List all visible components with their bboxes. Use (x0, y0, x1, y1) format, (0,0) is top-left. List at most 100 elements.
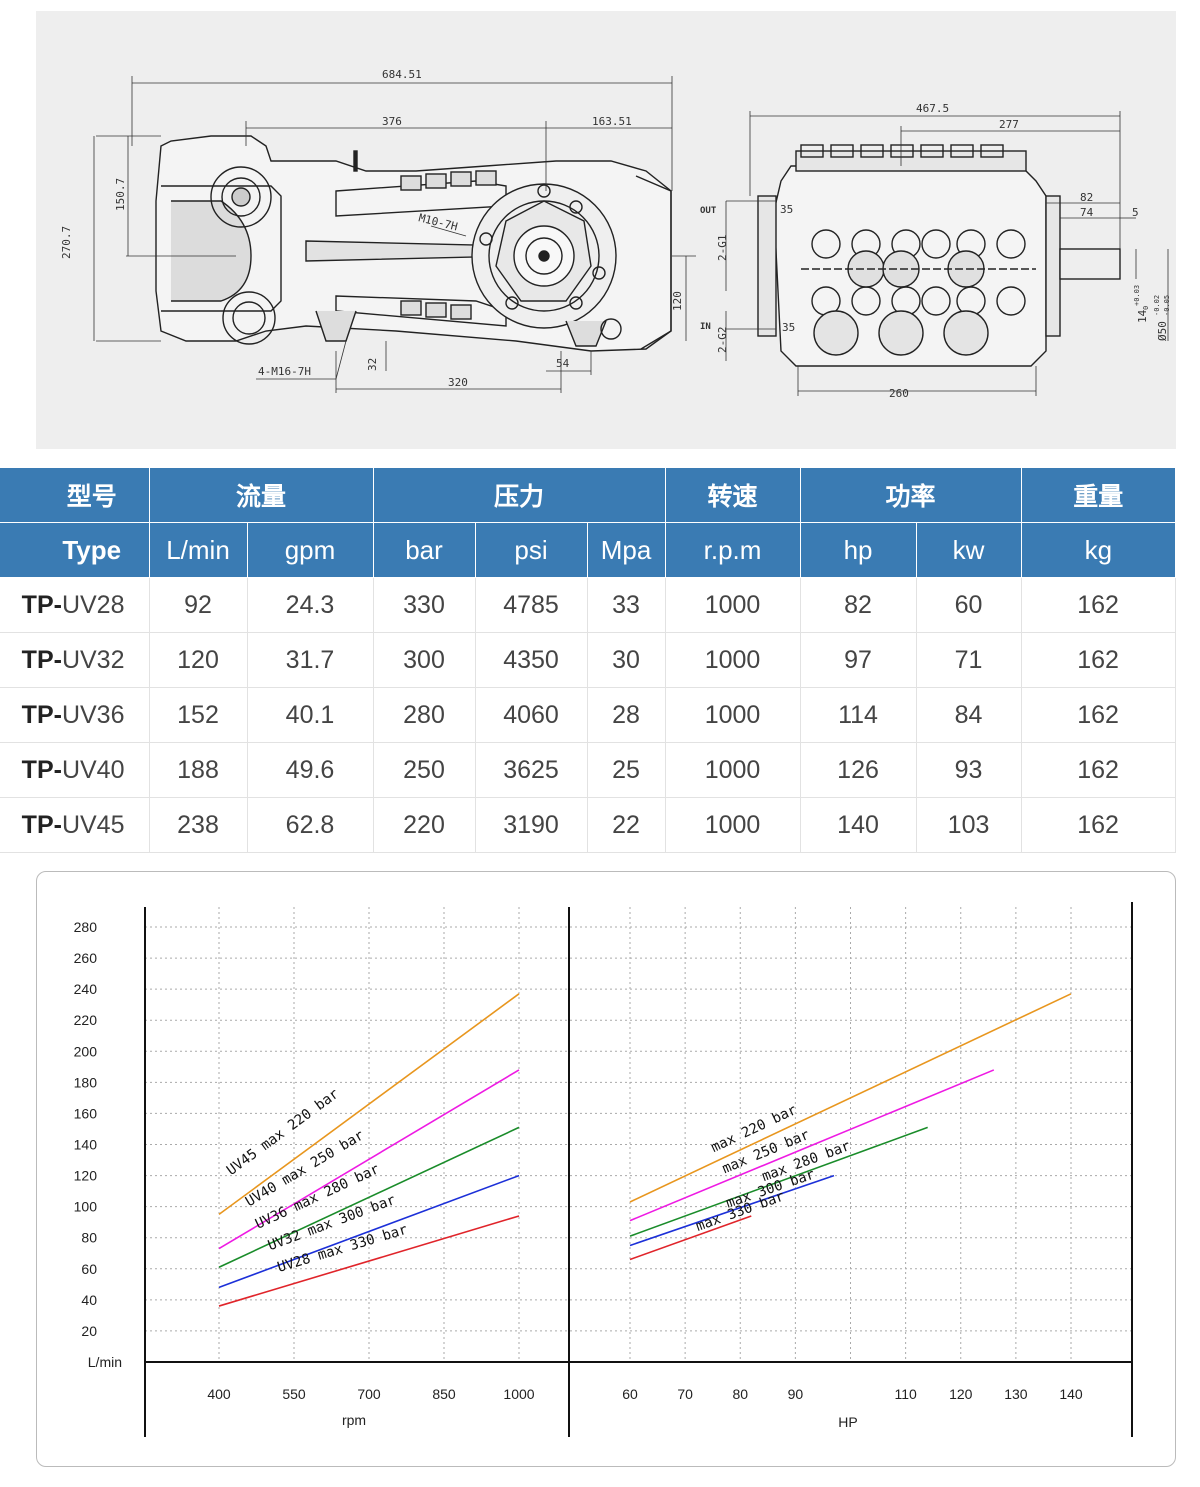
x-tick-label-left: 850 (432, 1386, 456, 1402)
model-prefix: TP- (21, 700, 62, 729)
model-prefix: TP- (21, 590, 62, 619)
table-unit-header-row: Type L/min gpm bar psi Mpa r.p.m hp kw k… (0, 522, 1176, 578)
cell-hp: 114 (799, 687, 917, 743)
chart-svg: 28026024022020018016014012010080604020L/… (74, 902, 1133, 1437)
cell-gpm: 40.1 (246, 687, 374, 743)
cell-lmin: 92 (148, 577, 247, 633)
cell-hp: 82 (799, 577, 917, 633)
x-tick-label-left: 400 (207, 1386, 231, 1402)
label-in: IN (700, 322, 711, 332)
technical-drawing: 684.51 376 163.51 150.7 270.7 M10-7H 120… (36, 11, 1176, 449)
cell-bar: 300 (372, 632, 476, 688)
y-tick-label: 100 (74, 1199, 98, 1215)
y-tick-label: 280 (74, 919, 98, 935)
dim-32: 32 (366, 358, 379, 371)
drawing-svg: 684.51 376 163.51 150.7 270.7 M10-7H 120… (60, 68, 1171, 400)
pump-side-view (155, 135, 672, 352)
cell-psi: 4060 (474, 687, 588, 743)
series-line (218, 1174, 520, 1289)
model-name: UV40 (61, 755, 125, 784)
series-line (629, 1069, 995, 1222)
dim-82: 82 (1080, 191, 1093, 204)
dim-376: 376 (382, 115, 402, 128)
y-tick-label: 80 (81, 1230, 97, 1246)
dim-2-g1: 2-G1 (716, 235, 729, 262)
spec-table: 型号 流量 压力 转速 功率 重量 Type L/min gpm bar psi… (0, 468, 1176, 853)
series-line (629, 993, 1072, 1203)
cell-psi: 3190 (474, 797, 588, 853)
series-line (629, 1215, 752, 1261)
model-name: UV45 (61, 810, 125, 839)
unit-type: Type (0, 522, 149, 578)
cell-kg: 162 (1020, 797, 1176, 853)
cell-bar: 280 (372, 687, 476, 743)
header-pressure: 压力 (372, 468, 666, 523)
x-tick-label-left: 550 (282, 1386, 306, 1402)
cell-mpa: 28 (586, 687, 666, 743)
cell-model: TP-UV28 (0, 577, 149, 633)
dim-35-top: 35 (780, 203, 793, 216)
cell-gpm: 62.8 (246, 797, 374, 853)
model-prefix: TP- (21, 645, 62, 674)
dim-54: 54 (556, 357, 570, 370)
series-line (218, 993, 520, 1216)
y-tick-label: 160 (74, 1105, 98, 1121)
cell-rpm: 1000 (664, 577, 801, 633)
x-tick-label-right: 130 (1004, 1386, 1028, 1402)
y-tick-label: 200 (74, 1043, 98, 1059)
dim-shaft-dia: Ø50 (1156, 321, 1169, 341)
y-tick-label: 120 (74, 1168, 98, 1184)
header-speed: 转速 (664, 468, 801, 523)
cell-hp: 97 (799, 632, 917, 688)
x-tick-label-left: 1000 (503, 1386, 534, 1402)
y-axis-title: L/min (88, 1354, 122, 1370)
cell-bar: 250 (372, 742, 476, 798)
cell-model: TP-UV32 (0, 632, 149, 688)
cell-rpm: 1000 (664, 687, 801, 743)
dim-5: 5 (1132, 206, 1139, 219)
cell-lmin: 152 (148, 687, 247, 743)
x-tick-label-right: 90 (788, 1386, 804, 1402)
unit-lmin: L/min (148, 522, 247, 578)
dim-150: 150.7 (114, 178, 127, 211)
table-group-header-row: 型号 流量 压力 转速 功率 重量 (0, 468, 1176, 523)
cell-kw: 60 (915, 577, 1022, 633)
cell-bar: 220 (372, 797, 476, 853)
cell-kw: 93 (915, 742, 1022, 798)
dim-14: 14 (1136, 309, 1149, 323)
dim-thread-m16: 4-M16-7H (258, 365, 311, 378)
dim-shaft-upper-tol: -0.02 (1153, 295, 1161, 316)
cell-rpm: 1000 (664, 797, 801, 853)
header-model: 型号 (0, 468, 149, 523)
dim-467: 467.5 (916, 102, 949, 115)
model-name: UV32 (61, 645, 125, 674)
front-dimension-lines (725, 111, 1169, 396)
label-out: OUT (700, 206, 717, 216)
unit-kw: kw (915, 522, 1022, 578)
y-tick-label: 140 (74, 1137, 98, 1153)
cell-gpm: 31.7 (246, 632, 374, 688)
cell-mpa: 33 (586, 577, 666, 633)
y-tick-label: 260 (74, 950, 98, 966)
x-tick-label-right: 120 (949, 1386, 973, 1402)
cell-psi: 3625 (474, 742, 588, 798)
cell-mpa: 22 (586, 797, 666, 853)
series-line (218, 1126, 520, 1268)
y-tick-label: 180 (74, 1074, 98, 1090)
cell-model: TP-UV36 (0, 687, 149, 743)
cell-mpa: 30 (586, 632, 666, 688)
y-tick-label: 240 (74, 981, 98, 997)
cell-lmin: 238 (148, 797, 247, 853)
dim-shaft-lower-tol: -0.05 (1163, 295, 1171, 316)
unit-psi: psi (474, 522, 588, 578)
unit-rpm: r.p.m (664, 522, 801, 578)
dim-14-lower-tol: 0 (1142, 306, 1150, 310)
series-line (218, 1069, 520, 1250)
cell-lmin: 120 (148, 632, 247, 688)
x-tick-label-right: 70 (677, 1386, 693, 1402)
